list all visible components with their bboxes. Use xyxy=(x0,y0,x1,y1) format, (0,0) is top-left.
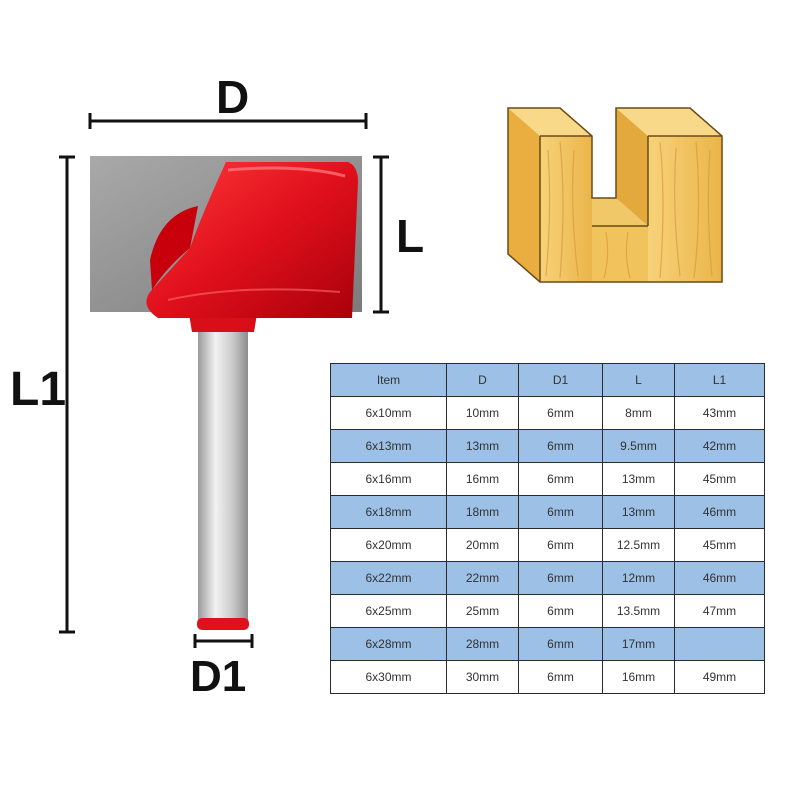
header-l1: L1 xyxy=(674,363,765,397)
dimension-d-label: D xyxy=(216,71,250,123)
cell-item: 6x20mm xyxy=(330,528,447,562)
cell-d1: 6mm xyxy=(518,528,603,562)
cell-l1: 46mm xyxy=(674,561,765,595)
header-l: L xyxy=(602,363,675,397)
cell-d1: 6mm xyxy=(518,594,603,628)
cell-d: 10mm xyxy=(446,396,519,430)
shank xyxy=(198,326,248,626)
router-bit xyxy=(90,156,362,630)
header-d1: D1 xyxy=(518,363,603,397)
cell-l: 13mm xyxy=(602,462,675,496)
cell-d: 28mm xyxy=(446,627,519,661)
cell-l1: 46mm xyxy=(674,495,765,529)
cell-d: 20mm xyxy=(446,528,519,562)
cell-l: 9.5mm xyxy=(602,429,675,463)
dimension-l-line xyxy=(373,155,389,314)
cell-item: 6x13mm xyxy=(330,429,447,463)
cell-l: 13.5mm xyxy=(602,594,675,628)
cell-l1: 49mm xyxy=(674,660,765,694)
cutter-body xyxy=(146,162,358,318)
dimension-l1-line xyxy=(59,155,75,634)
cell-l: 12mm xyxy=(602,561,675,595)
cell-l: 8mm xyxy=(602,396,675,430)
dimension-d1-label: D1 xyxy=(190,652,247,701)
dimension-l-label: L xyxy=(396,210,425,262)
cell-d1: 6mm xyxy=(518,396,603,430)
cell-l1: 42mm xyxy=(674,429,765,463)
cell-l1: 47mm xyxy=(674,594,765,628)
cell-l: 16mm xyxy=(602,660,675,694)
dimension-l1-label: L1 xyxy=(10,363,67,416)
cell-d: 13mm xyxy=(446,429,519,463)
cell-item: 6x22mm xyxy=(330,561,447,595)
cell-d1: 6mm xyxy=(518,429,603,463)
shank-end xyxy=(197,618,249,630)
dimension-d-line xyxy=(88,113,368,129)
header-item: Item xyxy=(330,363,447,397)
cell-l1 xyxy=(674,627,765,661)
cell-item: 6x16mm xyxy=(330,462,447,496)
cell-l: 17mm xyxy=(602,627,675,661)
cell-d: 16mm xyxy=(446,462,519,496)
cell-d1: 6mm xyxy=(518,561,603,595)
cell-item: 6x10mm xyxy=(330,396,447,430)
cell-d: 18mm xyxy=(446,495,519,529)
cell-item: 6x30mm xyxy=(330,660,447,694)
cell-item: 6x28mm xyxy=(330,627,447,661)
header-d: D xyxy=(446,363,519,397)
cell-d1: 6mm xyxy=(518,462,603,496)
cell-d: 30mm xyxy=(446,660,519,694)
dimension-d1-line xyxy=(193,634,254,648)
cell-d1: 6mm xyxy=(518,627,603,661)
cell-d: 22mm xyxy=(446,561,519,595)
cell-d1: 6mm xyxy=(518,660,603,694)
cell-d: 25mm xyxy=(446,594,519,628)
cell-l: 13mm xyxy=(602,495,675,529)
wood-groove-illustration xyxy=(507,107,723,283)
cell-item: 6x18mm xyxy=(330,495,447,529)
cell-l1: 43mm xyxy=(674,396,765,430)
cell-item: 6x25mm xyxy=(330,594,447,628)
spec-table-header-row: Item D D1 L L1 xyxy=(330,363,765,397)
cell-d1: 6mm xyxy=(518,495,603,529)
cell-l: 12.5mm xyxy=(602,528,675,562)
cell-l1: 45mm xyxy=(674,528,765,562)
cutter-flute xyxy=(150,206,198,290)
cell-l1: 45mm xyxy=(674,462,765,496)
